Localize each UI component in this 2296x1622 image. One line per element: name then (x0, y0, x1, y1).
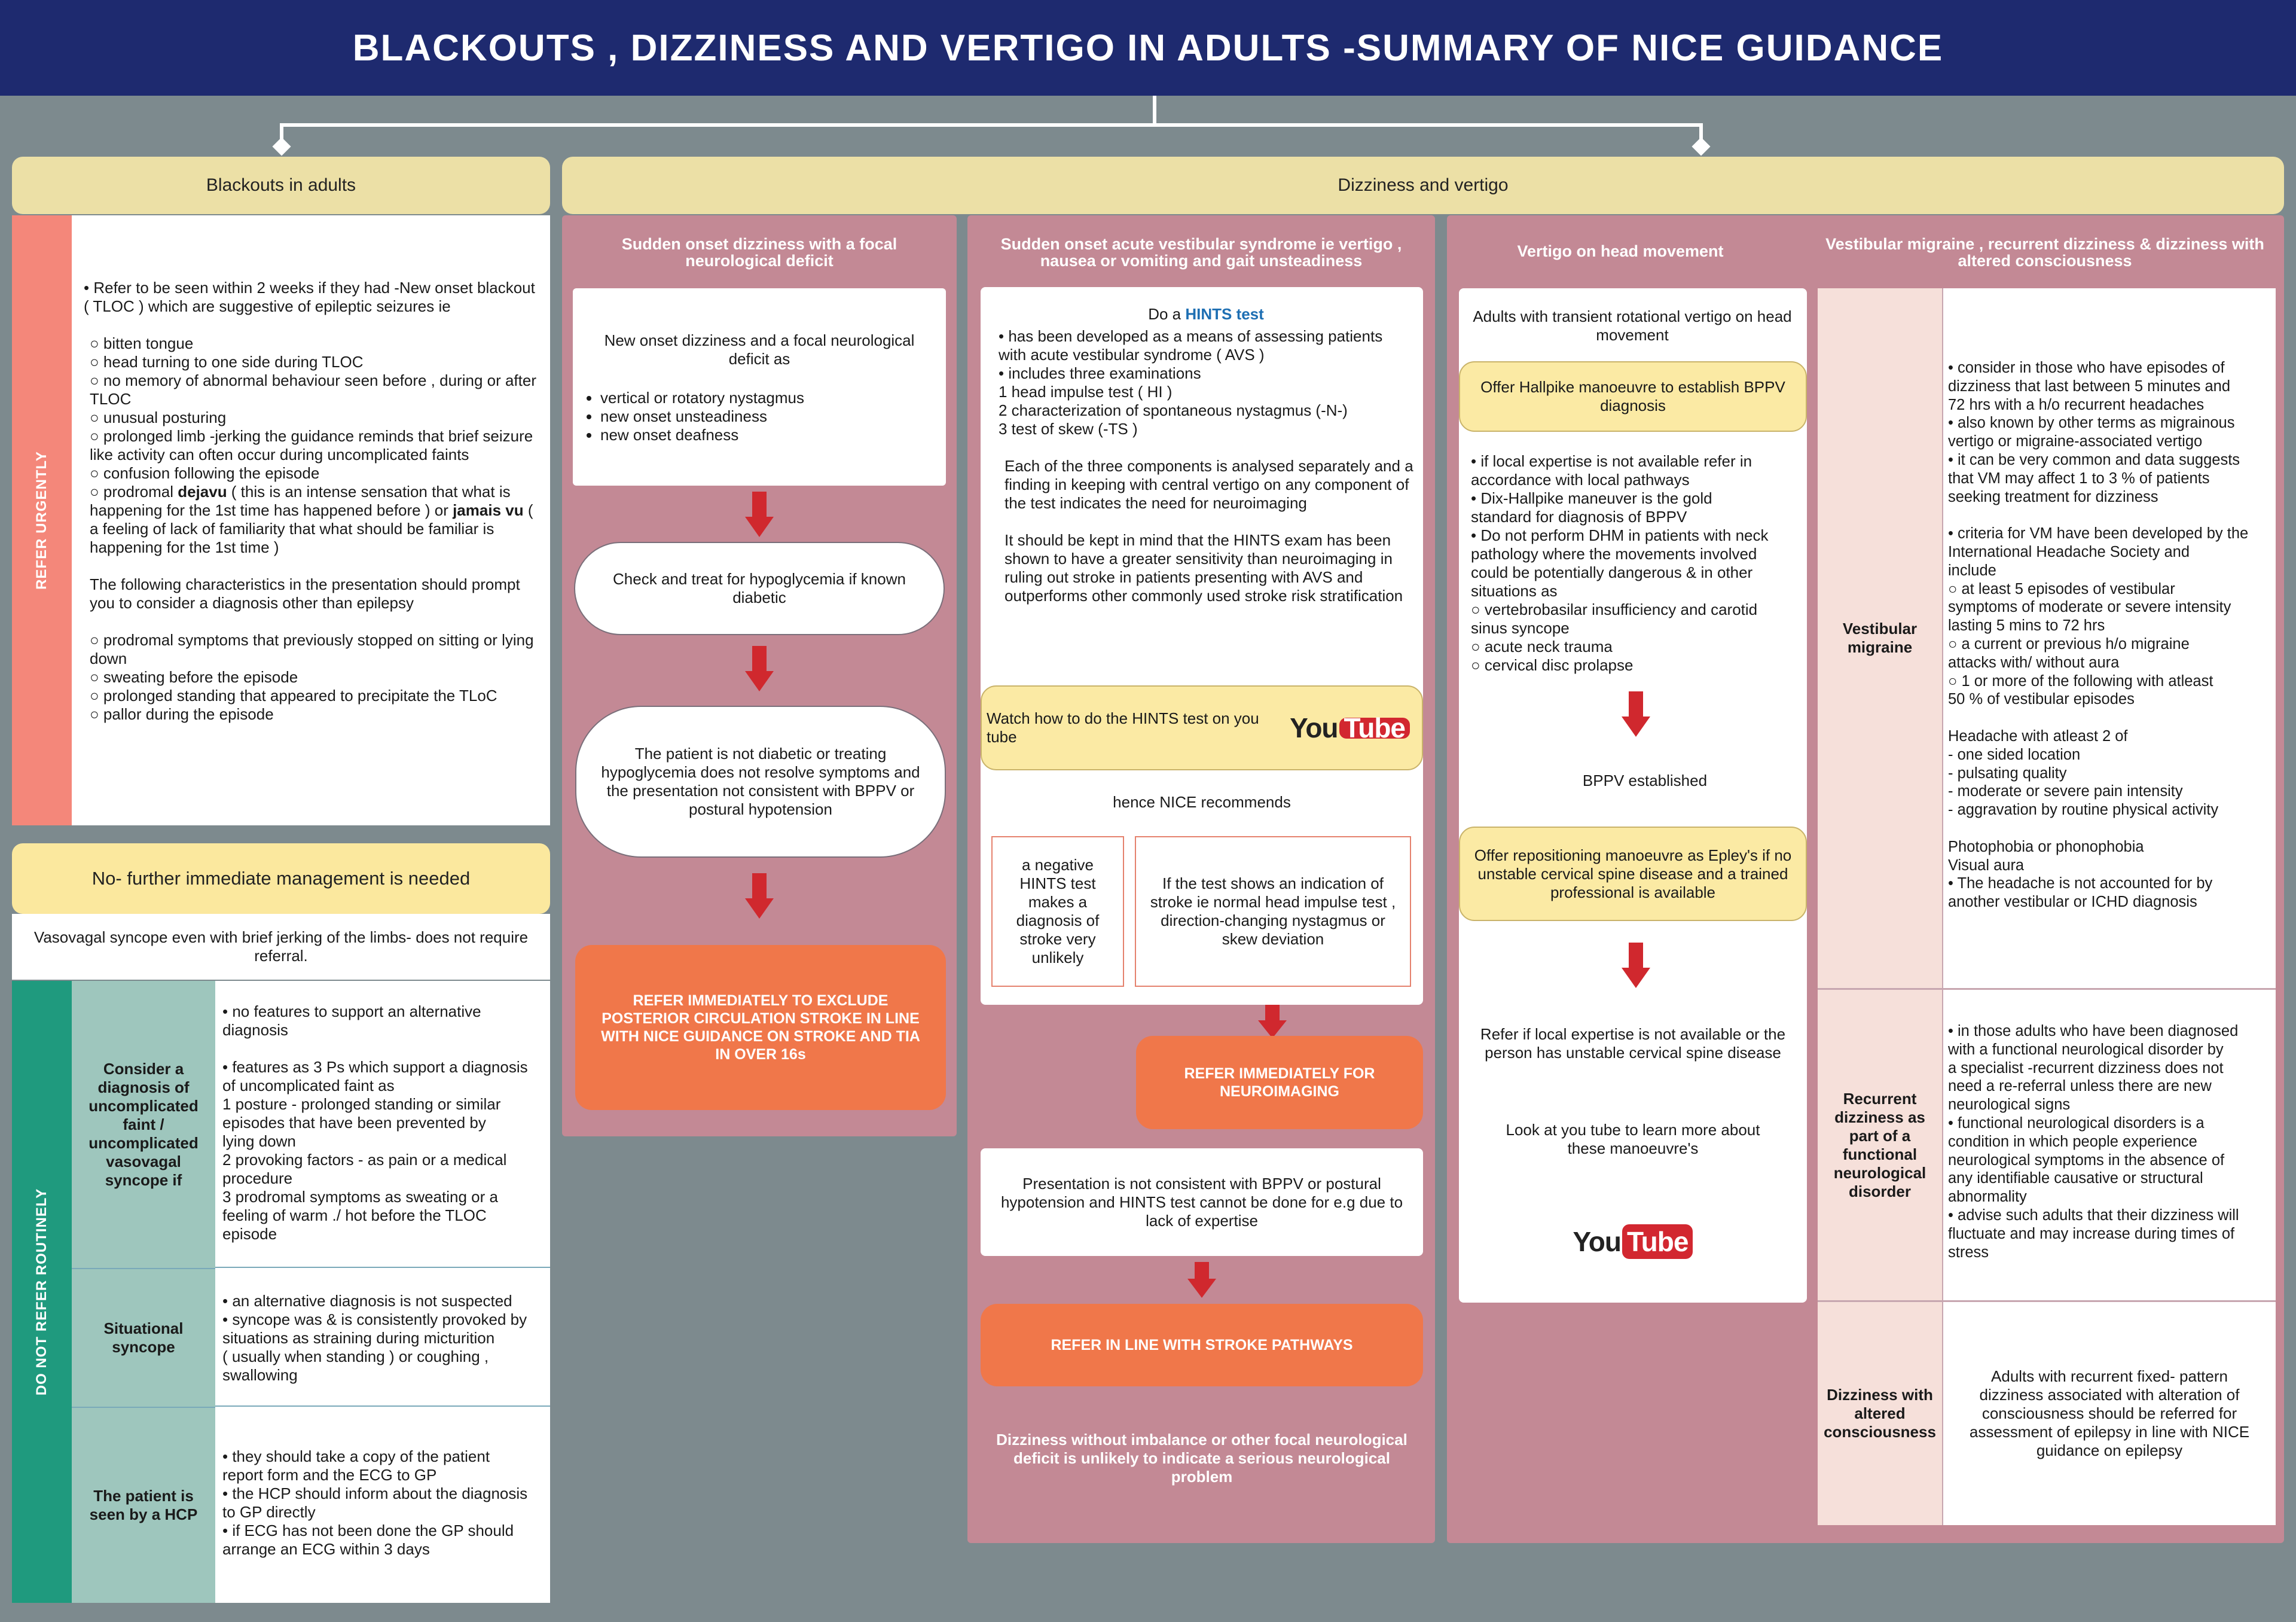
col3-adults: Adults with transient rotational vertigo… (1473, 307, 1792, 344)
faint-label: Consider a diagnosis of uncomplicated fa… (72, 981, 215, 1268)
positive-hints: If the test shows an indication of strok… (1135, 836, 1411, 987)
altered-consciousness-text: Adults with recurrent fixed- pattern diz… (1943, 1300, 2276, 1525)
connector-left-node (272, 137, 291, 156)
not-diabetic-pill: The patient is not diabetic or treating … (575, 706, 946, 858)
deficit-item: vertical or rotatory nystagmus (600, 389, 934, 407)
hcp-text: • they should take a copy of the patient… (215, 1407, 550, 1603)
functional-label: Recurrent dizziness as part of a functio… (1818, 988, 1943, 1300)
deficit-item: new onset unsteadiness (600, 407, 934, 426)
col2-heading: Sudden onset acute vestibular syndrome i… (1000, 235, 1402, 270)
connector-bar (280, 123, 1703, 127)
arrow-down-icon (1622, 943, 1650, 988)
arrow-down-icon (1187, 1262, 1216, 1298)
watch-hints-video[interactable]: Watch how to do the HINTS test on you tu… (981, 685, 1423, 770)
hence-nice: hence NICE recommends (1113, 793, 1291, 811)
blackouts-header: Blackouts in adults (12, 157, 550, 214)
arrow-down-icon (1258, 1005, 1287, 1038)
refer-urgently-content: • Refer to be seen within 2 weeks if the… (72, 215, 550, 825)
refer-neuroimaging: REFER IMMEDIATELY FOR NEUROIMAGING (1136, 1036, 1423, 1129)
refer-posterior-stroke: REFER IMMEDIATELY TO EXCLUDE POSTERIOR C… (575, 945, 946, 1110)
other-diagnosis-text: The following characteristics in the pre… (90, 575, 520, 612)
col4-heading: Vestibular migraine , recurrent dizzines… (1825, 235, 2264, 270)
situational-label: Situational syncope (72, 1268, 215, 1407)
col3-heading: Vertigo on head movement (1517, 242, 1724, 260)
offer-epley: Offer repositioning manoeuvre as Epley's… (1459, 827, 1807, 921)
col3-list: • if local expertise is not available re… (1471, 452, 1769, 674)
look-youtube: Look at you tube to learn more about the… (1506, 1121, 1760, 1157)
other-signs: ○ prodromal symptoms that previously sto… (90, 631, 534, 723)
connector-right (1699, 123, 1703, 147)
refer-local: Refer if local expertise is not availabl… (1480, 1025, 1786, 1062)
offer-hallpike: Offer Hallpike manoeuvre to establish BP… (1459, 361, 1807, 432)
hints-para-1: Each of the three components is analysed… (1004, 457, 1413, 512)
not-consistent-box: Presentation is not consistent with BPPV… (981, 1148, 1423, 1256)
urgent-prodromal: ○ prodromal dejavu ( this is an intense … (90, 483, 533, 556)
refer-stroke-pathways: REFER IN LINE WITH STROKE PATHWAYS (981, 1304, 1423, 1386)
hints-para-2: It should be kept in mind that the HINTS… (1004, 531, 1403, 605)
col2-footer: Dizziness without imbalance or other foc… (996, 1431, 1407, 1486)
arrow-down-icon (1622, 691, 1650, 737)
connector-trunk (1153, 96, 1156, 126)
faint-text: • no features to support an alternative … (215, 981, 550, 1268)
arrow-down-icon (745, 646, 774, 691)
functional-text: • in those adults who have been diagnose… (1943, 988, 2276, 1300)
do-not-refer-label: DO NOT REFER ROUTINELY (12, 981, 72, 1603)
hints-test-link[interactable]: HINTS test (1185, 305, 1264, 323)
no-further-management: No- further immediate management is need… (12, 843, 550, 914)
vm-label: Vestibular migraine (1818, 288, 1943, 988)
page-title: BLACKOUTS , DIZZINESS AND VERTIGO IN ADU… (0, 0, 2296, 96)
situational-text: • an alternative diagnosis is not suspec… (215, 1268, 550, 1407)
urgent-signs: ○ bitten tongue ○ head turning to one si… (90, 334, 536, 482)
hcp-label: The patient is seen by a HCP (72, 1407, 215, 1603)
altered-consciousness-label: Dizziness with altered consciousness (1818, 1300, 1943, 1525)
col3-box (1459, 288, 1807, 1303)
hints-items: • has been developed as a means of asses… (999, 327, 1383, 438)
hypoglycemia-check: Check and treat for hypoglycemia if know… (574, 542, 945, 635)
deficit-item: new onset deafness (600, 426, 934, 444)
dizziness-header: Dizziness and vertigo (562, 157, 2284, 214)
negative-hints: a negative HINTS test makes a diagnosis … (991, 836, 1124, 987)
connector-left (280, 123, 283, 147)
refer-urgently-label: REFER URGENTLY (12, 215, 72, 825)
vm-text: • consider in those who have episodes of… (1943, 288, 2276, 988)
col1-deficit-box: New onset dizziness and a focal neurolog… (573, 288, 946, 486)
col1-heading: Sudden onset dizziness with a focal neur… (621, 235, 897, 270)
urgent-intro: • Refer to be seen within 2 weeks if the… (84, 279, 535, 315)
bppv-established: BPPV established (1582, 772, 1708, 789)
arrow-down-icon (745, 873, 774, 919)
arrow-down-icon (745, 492, 774, 537)
connector-right-node (1692, 137, 1711, 156)
vasovagal-note: Vasovagal syncope even with brief jerkin… (12, 914, 550, 980)
